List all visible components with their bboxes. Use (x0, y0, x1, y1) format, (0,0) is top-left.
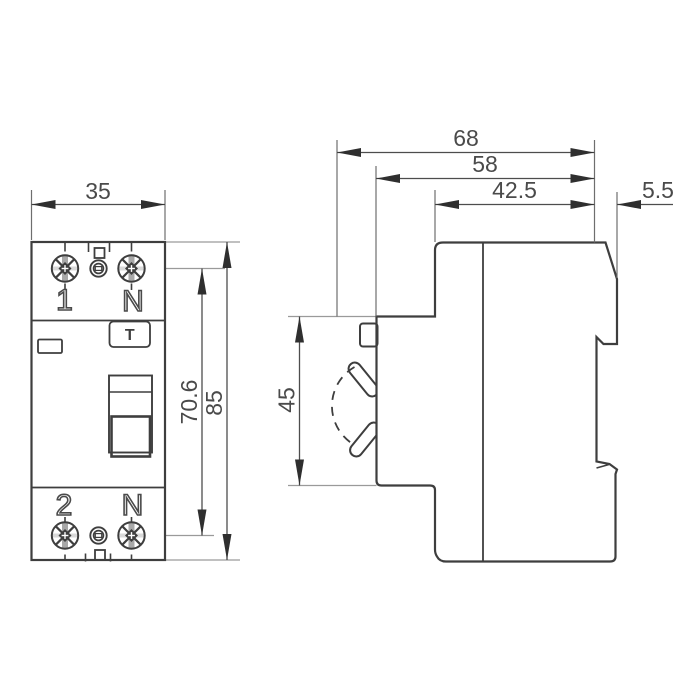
dim-label-45: 45 (274, 387, 300, 413)
dim-label-58: 58 (472, 151, 498, 177)
terminal-label-2: 2 (56, 489, 73, 522)
fixing-screw-top-center-icon (89, 259, 108, 278)
dim-label-68: 68 (453, 125, 479, 151)
dim-label-35: 35 (85, 178, 111, 204)
dim-label-5-5: 5.5 (642, 177, 674, 203)
side-view: 68 58 42.5 5.5 45 (274, 125, 674, 563)
test-button-label: T (125, 327, 135, 344)
side-body-outline (375, 241, 619, 563)
lever-swing-arc (331, 366, 355, 446)
depth-extension-lines (336, 140, 618, 317)
indicator-window (37, 338, 63, 354)
test-button: T (108, 320, 151, 348)
terminal-screw-bottom-left-icon (50, 521, 80, 550)
front-view: 1 N T 2 N (30, 178, 240, 562)
terminal-screw-bottom-right-icon (117, 521, 146, 550)
dimension-height-85: 85 (201, 242, 232, 560)
dimension-height-70-6: 70.6 (176, 268, 207, 536)
dimension-front-45: 45 (274, 316, 304, 486)
dimension-depth-58: 58 (376, 151, 595, 183)
side-extension-lines (288, 315, 377, 487)
terminal-label-n-bottom: N (122, 489, 144, 522)
dimension-width-35: 35 (30, 178, 166, 240)
switch-lever (359, 322, 379, 348)
top-fixing-mark (87, 242, 111, 259)
dim-label-85: 85 (201, 390, 227, 416)
terminal-label-1: 1 (56, 284, 73, 317)
bottom-fixing-mark (84, 549, 112, 562)
terminal-label-n-top: N (122, 285, 144, 318)
terminal-screw-top-right-icon (117, 254, 146, 283)
dim-label-42-5: 42.5 (492, 177, 537, 203)
dimension-depth-68: 68 (337, 125, 595, 157)
rail-clip-notch-line (596, 463, 610, 469)
fixing-screw-bottom-center-icon (89, 526, 108, 545)
front-body-outline (30, 240, 167, 562)
toggle-handle (110, 415, 152, 458)
terminal-screw-top-left-icon (50, 254, 80, 283)
toggle-switch (108, 374, 153, 458)
dimension-clip-5-5: 5.5 (617, 177, 674, 209)
dim-label-70-6: 70.6 (176, 380, 202, 425)
dimension-depth-42-5: 42.5 (435, 177, 595, 209)
